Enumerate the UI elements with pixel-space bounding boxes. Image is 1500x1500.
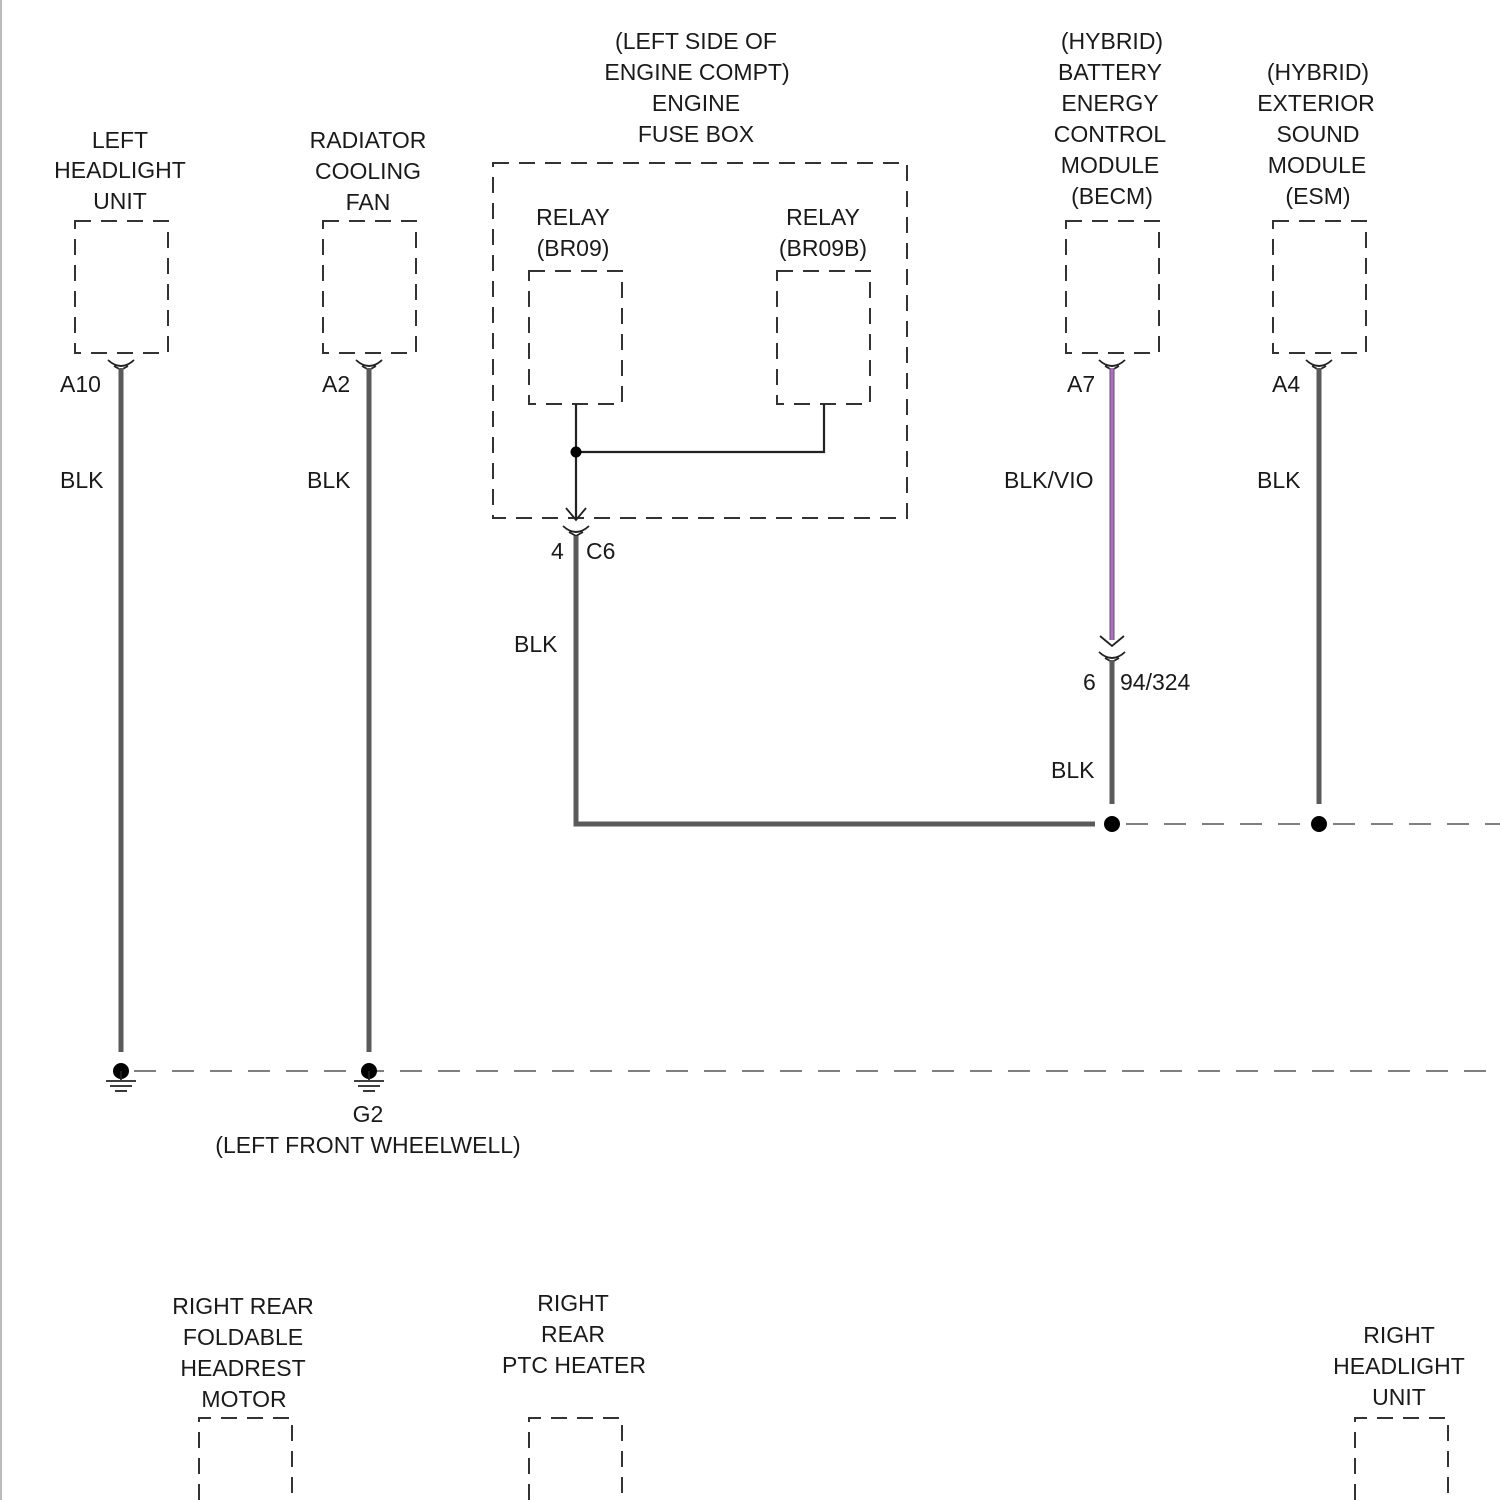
becm-title-5: MODULE — [1061, 152, 1159, 178]
becm-module: (HYBRID) BATTERY ENERGY CONTROL MODULE (… — [1004, 28, 1191, 832]
becm-title-4: CONTROL — [1054, 121, 1167, 147]
ground-id: G2 — [353, 1101, 384, 1127]
left-headlight-title-2: HEADLIGHT — [54, 157, 186, 183]
right-headlight-title-1: RIGHT — [1363, 1322, 1435, 1348]
left-headlight-title-3: UNIT — [93, 188, 147, 214]
ground-g2: G2 (LEFT FRONT WHEELWELL) — [106, 1063, 1500, 1158]
radiator-cooling-fan: RADIATOR COOLING FAN A2 BLK — [307, 127, 426, 1052]
engine-fuse-box: (LEFT SIDE OF ENGINE COMPT) ENGINE FUSE … — [493, 28, 1095, 824]
becm-title-1: (HYBRID) — [1061, 28, 1163, 54]
radiator-fan-pin: A2 — [322, 371, 350, 397]
ground-location: (LEFT FRONT WHEELWELL) — [215, 1132, 520, 1158]
esm-title-3: SOUND — [1276, 121, 1359, 147]
right-headlight-unit: RIGHT HEADLIGHT UNIT — [1333, 1322, 1465, 1500]
esm-box — [1273, 221, 1366, 353]
becm-join-pin: 6 — [1083, 669, 1096, 695]
right-rear-ptc-heater: RIGHT REAR PTC HEATER — [502, 1290, 646, 1500]
ground-symbol-2 — [354, 1071, 384, 1091]
relay-br09b-title-2: (BR09B) — [779, 235, 867, 261]
fuse-box-title-2: ENGINE COMPT) — [604, 59, 789, 85]
relay-br09-box — [529, 271, 622, 404]
headrest-box — [199, 1418, 292, 1500]
esm-title-4: MODULE — [1268, 152, 1366, 178]
becm-title-2: BATTERY — [1058, 59, 1162, 85]
esm-title-2: EXTERIOR — [1257, 90, 1375, 116]
becm-join-connector: 94/324 — [1120, 669, 1191, 695]
fuse-box-pin-number: 4 — [551, 538, 564, 564]
fuse-box-ground-wire — [576, 536, 1095, 824]
becm-wire2-color: BLK — [1051, 757, 1095, 783]
radiator-fan-title-3: FAN — [346, 189, 391, 215]
headrest-title-3: HEADREST — [180, 1355, 305, 1381]
headrest-title-2: FOLDABLE — [183, 1324, 303, 1350]
left-headlight-box — [75, 221, 168, 353]
becm-pin: A7 — [1067, 371, 1095, 397]
esm-title-1: (HYBRID) — [1267, 59, 1369, 85]
fuse-box-connector-id: C6 — [586, 538, 615, 564]
right-headlight-box — [1355, 1418, 1448, 1500]
ground-symbol-1 — [106, 1071, 136, 1091]
relay-br09b-title-1: RELAY — [786, 204, 860, 230]
headrest-title-4: MOTOR — [201, 1386, 286, 1412]
esm-splice-dot — [1311, 816, 1327, 832]
right-rear-headrest-motor: RIGHT REAR FOLDABLE HEADREST MOTOR — [172, 1293, 313, 1500]
radiator-fan-wire-color: BLK — [307, 467, 351, 493]
fuse-box-title-1: (LEFT SIDE OF — [615, 28, 777, 54]
esm-title-5: (ESM) — [1285, 183, 1350, 209]
relay-br09-title-1: RELAY — [536, 204, 610, 230]
relay-br09b-box — [777, 271, 870, 404]
fuse-box-title-4: FUSE BOX — [638, 121, 754, 147]
fuse-box-wire-color: BLK — [514, 631, 558, 657]
left-headlight-pin: A10 — [60, 371, 101, 397]
becm-wire-color: BLK/VIO — [1004, 467, 1093, 493]
becm-title-3: ENERGY — [1061, 90, 1158, 116]
fuse-box-title-3: ENGINE — [652, 90, 740, 116]
radiator-fan-box — [323, 221, 416, 353]
ptc-title-3: PTC HEATER — [502, 1352, 646, 1378]
left-headlight-title-1: LEFT — [92, 127, 148, 153]
esm-module: (HYBRID) EXTERIOR SOUND MODULE (ESM) A4 … — [1257, 59, 1375, 832]
esm-wire-color: BLK — [1257, 467, 1301, 493]
left-headlight-wire-color: BLK — [60, 467, 104, 493]
fuse-box-connector — [563, 526, 589, 536]
relay-br09-title-2: (BR09) — [537, 235, 610, 261]
left-headlight-unit: LEFT HEADLIGHT UNIT A10 BLK — [54, 127, 186, 1052]
radiator-fan-title-2: COOLING — [315, 158, 421, 184]
ptc-title-2: REAR — [541, 1321, 605, 1347]
becm-box — [1066, 221, 1159, 353]
right-headlight-title-3: UNIT — [1372, 1384, 1426, 1410]
relay-splice-dot — [571, 447, 582, 458]
headrest-title-1: RIGHT REAR — [172, 1293, 313, 1319]
becm-title-6: (BECM) — [1071, 183, 1153, 209]
esm-pin: A4 — [1272, 371, 1300, 397]
relay-internal-wire-2 — [576, 404, 824, 452]
radiator-fan-title-1: RADIATOR — [310, 127, 427, 153]
right-headlight-title-2: HEADLIGHT — [1333, 1353, 1465, 1379]
ptc-title-1: RIGHT — [537, 1290, 609, 1316]
ptc-box — [529, 1418, 622, 1500]
becm-splice-dot — [1104, 816, 1120, 832]
